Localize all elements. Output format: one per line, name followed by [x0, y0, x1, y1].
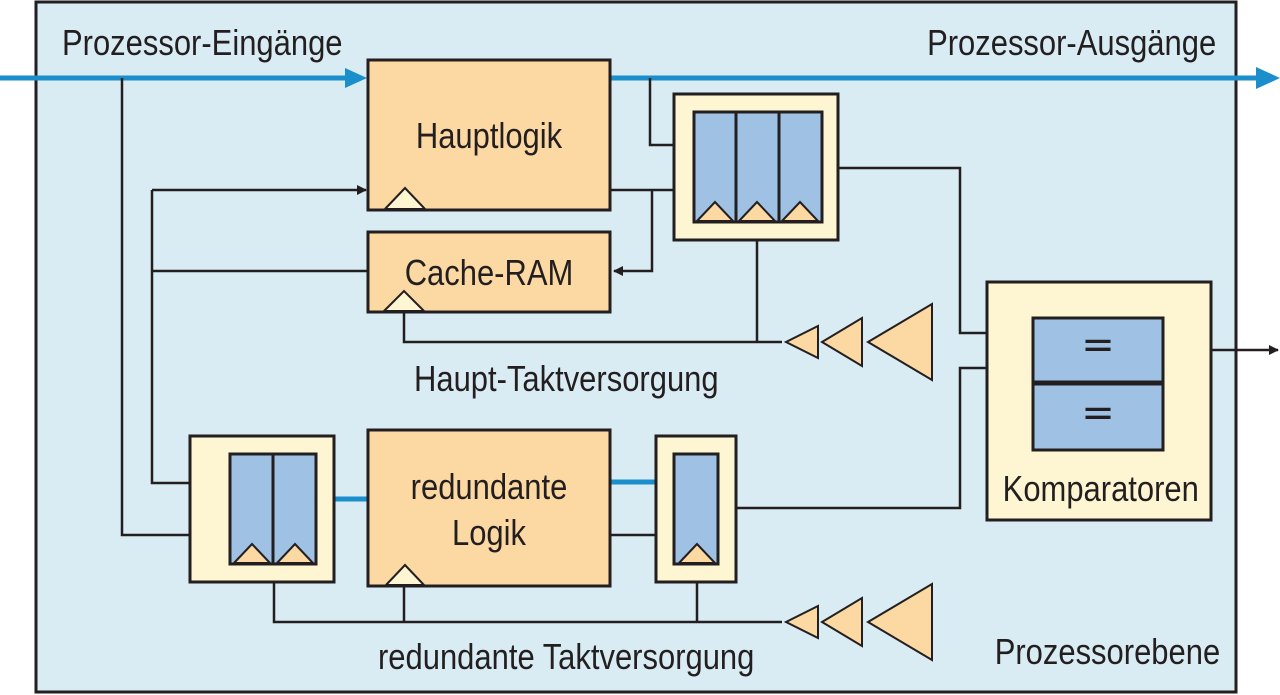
processor-output-bus [610, 67, 1280, 89]
processor-outputs-label: Prozessor-Ausgänge [926, 22, 1216, 63]
comparator-equals-1: = [1081, 322, 1115, 368]
redundant-output-register [654, 434, 738, 584]
comparators-label: Komparatoren [1002, 468, 1199, 509]
comparator-equals-2: = [1081, 390, 1115, 436]
main-logic-label: Hauptlogik [415, 115, 563, 156]
main-register [672, 92, 840, 242]
main-clock-drivers [783, 302, 933, 382]
redundant-input-register [188, 434, 336, 584]
redundant-clock-label: redundante Taktversorgung [378, 636, 755, 677]
main-logic-block [366, 58, 612, 212]
processor-plane-label: Prozessorebene [994, 631, 1220, 672]
redundant-logic-label-line2: Logik [451, 512, 527, 553]
redundant-logic-block [366, 428, 612, 588]
comparator-block [985, 280, 1213, 522]
redundant-logic-label-line1: redundante [410, 466, 568, 507]
processor-input-bus [0, 68, 367, 88]
processor-inputs-label: Prozessor-Eingänge [62, 22, 343, 63]
cache-ram-label: Cache-RAM [404, 252, 574, 293]
redundant-clock-drivers [783, 582, 933, 662]
cache-ram-block [366, 230, 612, 314]
main-clock-label: Haupt-Taktversorgung [414, 358, 719, 399]
